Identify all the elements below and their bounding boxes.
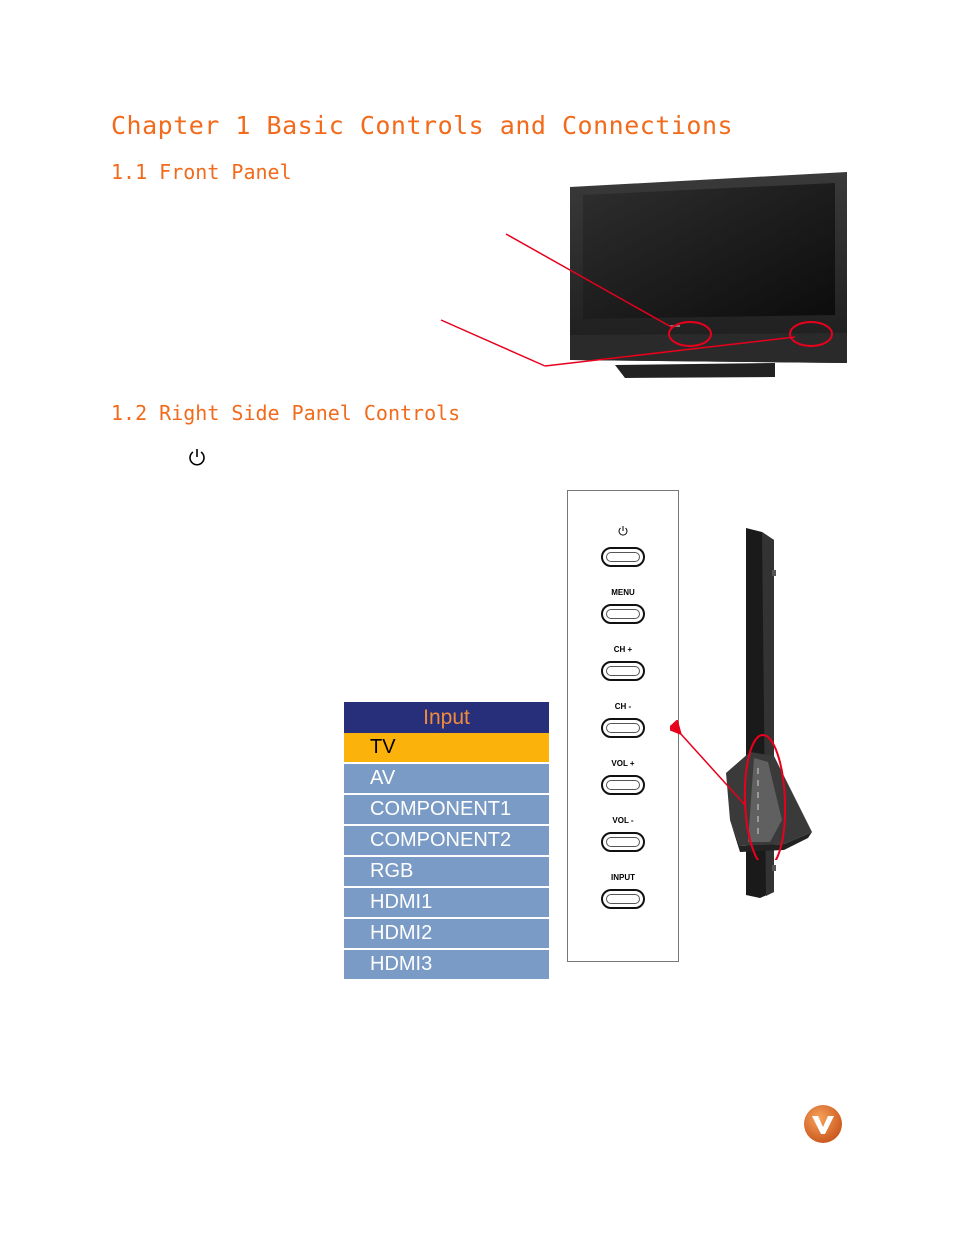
menu-item-tv[interactable]: TV — [344, 733, 549, 762]
ch-up-button-label: CH + — [613, 645, 633, 654]
menu-item-hdmi2[interactable]: HDMI2 — [344, 919, 549, 948]
chapter-title: Chapter 1 Basic Controls and Connections — [111, 111, 734, 140]
menu-item-rgb[interactable]: RGB — [344, 857, 549, 886]
menu-item-hdmi1[interactable]: HDMI1 — [344, 888, 549, 917]
input-menu: Input TV AV COMPONENT1 COMPONENT2 RGB HD… — [344, 702, 549, 982]
tv-front-image — [570, 172, 847, 378]
vol-up-button[interactable] — [601, 775, 645, 795]
menu-item-av[interactable]: AV — [344, 764, 549, 793]
ch-down-button-label: CH - — [614, 702, 632, 711]
section-title-front-panel: 1.1 Front Panel — [111, 160, 292, 184]
power-button[interactable] — [601, 547, 645, 567]
power-icon — [189, 449, 205, 466]
vol-down-button[interactable] — [601, 832, 645, 852]
front-panel-annotation — [440, 233, 833, 367]
side-panel-annotation — [670, 720, 787, 860]
menu-item-component2[interactable]: COMPONENT2 — [344, 826, 549, 855]
menu-item-component1[interactable]: COMPONENT1 — [344, 795, 549, 824]
ch-down-button[interactable] — [601, 718, 645, 738]
vol-up-button-label: VOL + — [611, 759, 635, 768]
menu-button[interactable] — [601, 604, 645, 624]
vizio-logo — [804, 1105, 842, 1143]
input-menu-title: Input — [344, 702, 549, 733]
ch-up-button[interactable] — [601, 661, 645, 681]
menu-item-hdmi3[interactable]: HDMI3 — [344, 950, 549, 979]
side-button-panel: MENU CH + CH - VOL + VOL - INPUT — [567, 490, 679, 962]
vol-down-button-label: VOL - — [612, 816, 634, 825]
menu-button-label: MENU — [611, 588, 635, 597]
section-title-side-panel: 1.2 Right Side Panel Controls — [111, 401, 461, 425]
input-button-label: INPUT — [611, 873, 635, 882]
power-button-icon — [618, 526, 628, 536]
input-button[interactable] — [601, 889, 645, 909]
tv-side-image — [726, 528, 812, 898]
